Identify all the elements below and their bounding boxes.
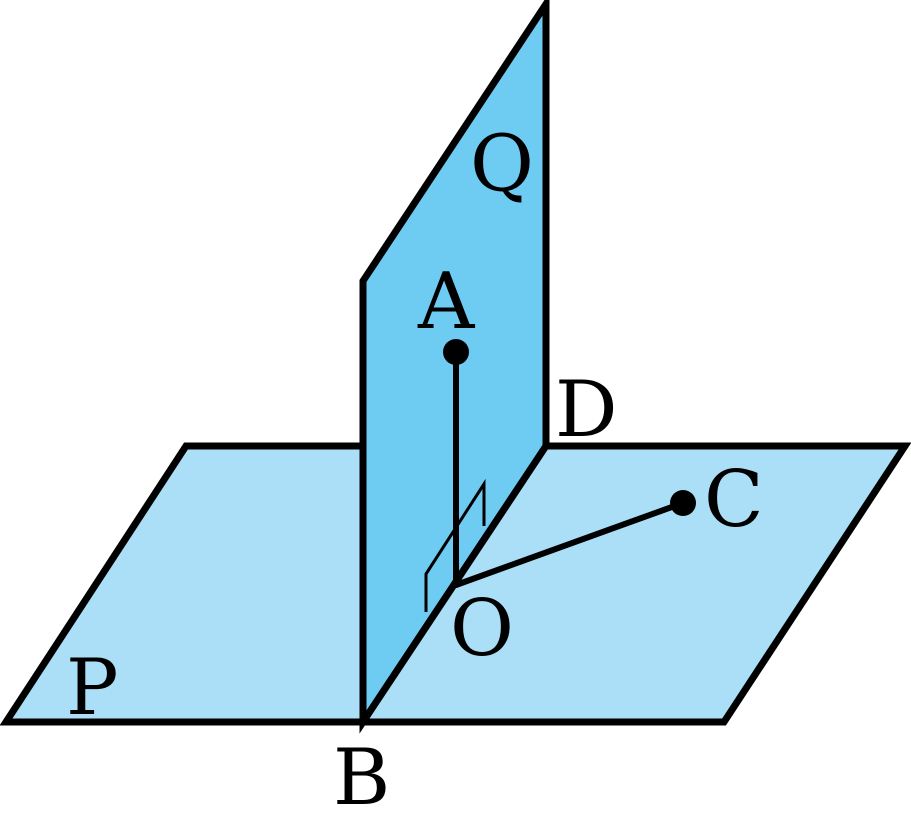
plane-p-left-part — [0, 442, 367, 726]
point-o-label: O — [450, 584, 514, 674]
point-a-label: A — [417, 257, 476, 347]
plane-q-label: Q — [470, 119, 534, 209]
point-b-label: B — [333, 733, 390, 823]
point-a-dot — [443, 339, 469, 365]
plane-p-label: P — [66, 643, 118, 733]
point-c-label: C — [704, 455, 764, 545]
segment-oc — [453, 500, 686, 588]
point-d-label: D — [555, 365, 618, 455]
plane-p-right-part — [356, 442, 911, 726]
point-c-dot — [670, 490, 696, 516]
